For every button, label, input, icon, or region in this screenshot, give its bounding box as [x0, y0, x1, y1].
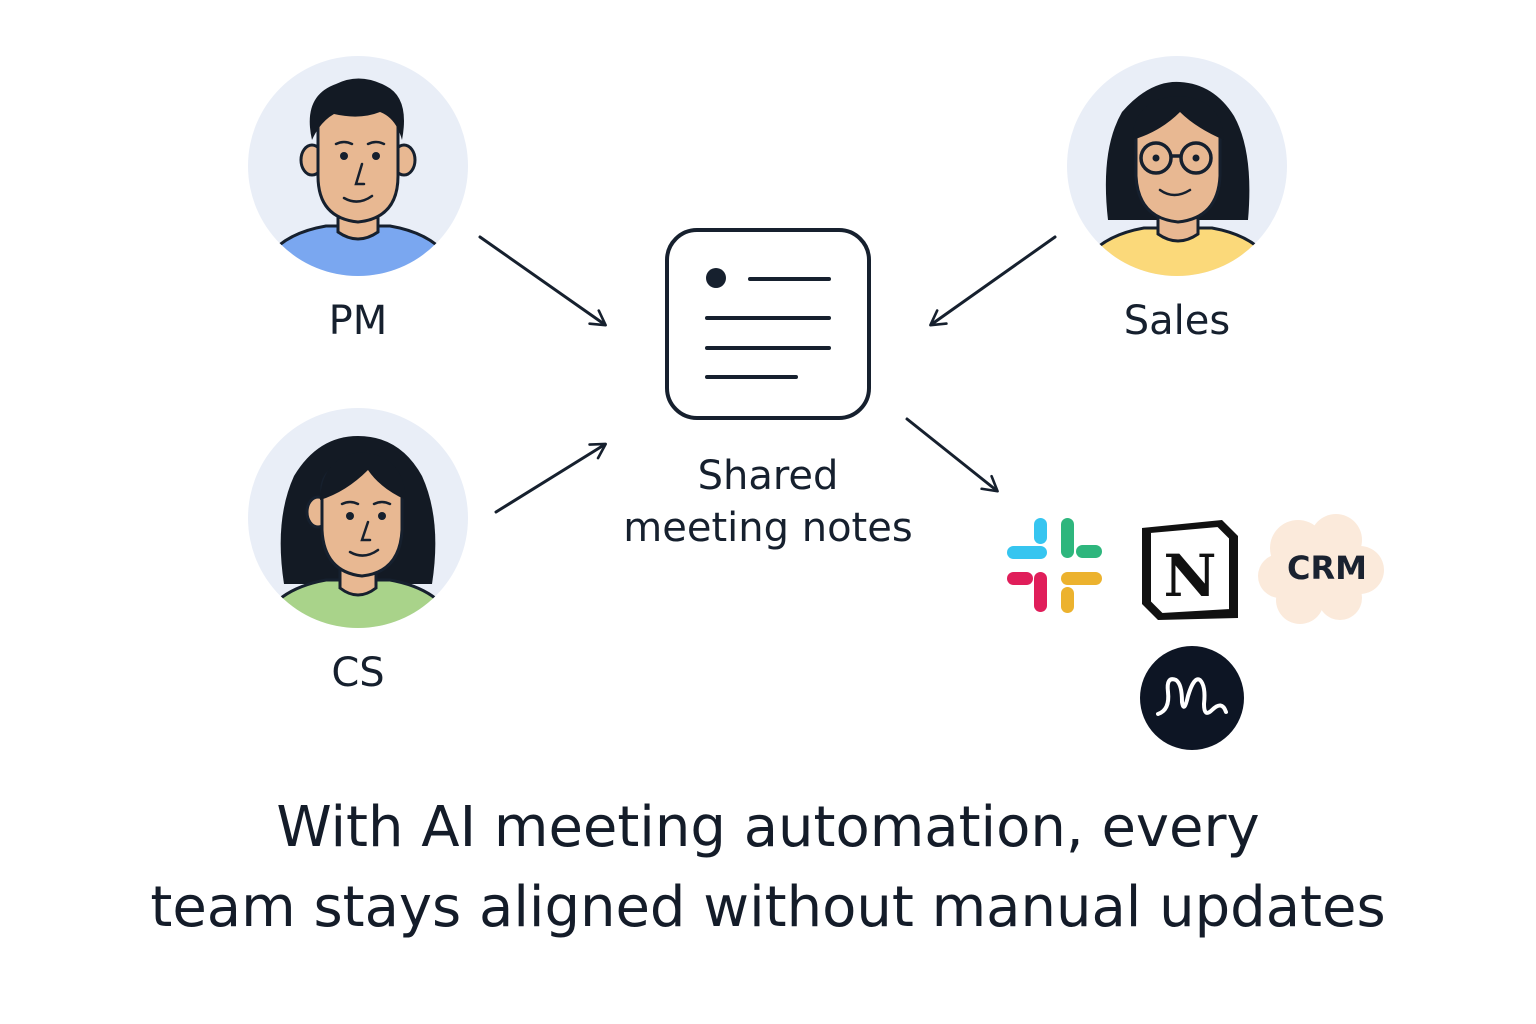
role-label-pm: PM: [328, 298, 388, 344]
document-icon: [665, 228, 871, 420]
arrow-cs-to-notes: [494, 442, 607, 514]
slack-logo: [1007, 518, 1102, 613]
arrow-sales-to-notes: [929, 235, 1057, 327]
avatar-cs: [248, 408, 468, 628]
avatar-sales: [1067, 56, 1287, 276]
avatar-pm: [248, 56, 468, 276]
arrow-notes-to-tools: [905, 417, 999, 493]
crm-cloud-icon: [1258, 514, 1384, 624]
headline-line2: team stays aligned without manual update…: [150, 875, 1386, 940]
shared-notes-label: Shared meeting notes: [568, 450, 968, 554]
notion-logo: N: [1142, 520, 1238, 620]
svg-text:N: N: [1163, 542, 1216, 610]
crm-label: CRM: [1287, 549, 1367, 587]
headline-line1: With AI meeting automation, every: [276, 795, 1260, 860]
role-label-cs: CS: [331, 650, 385, 696]
headline: With AI meeting automation, every team s…: [0, 788, 1536, 948]
role-label-sales: Sales: [1123, 298, 1231, 344]
arrow-pm-to-notes: [478, 235, 607, 327]
shared-notes-label-line1: Shared: [697, 453, 839, 499]
shared-notes-label-line2: meeting notes: [623, 505, 913, 551]
m-circle-logo: [1140, 646, 1244, 750]
